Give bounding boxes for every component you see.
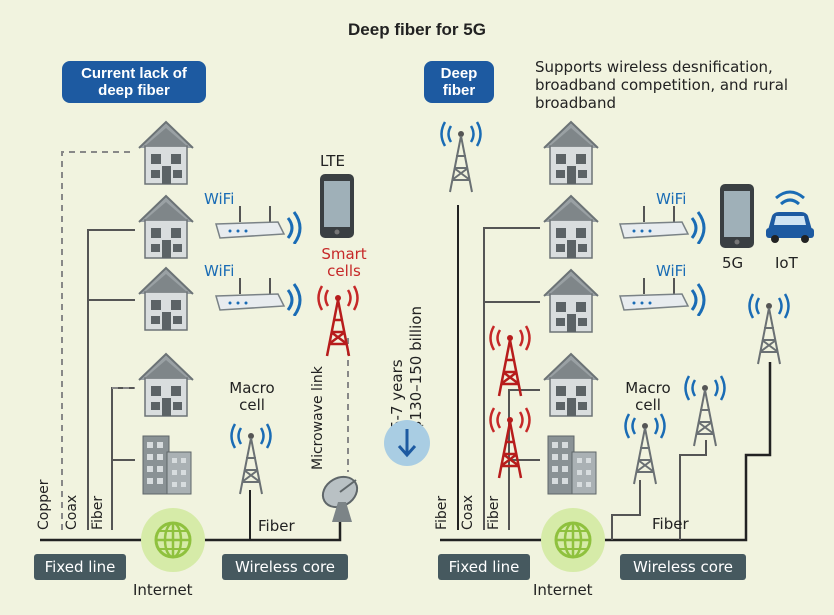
- macro-cell-label: Macro cell: [229, 379, 275, 414]
- macro-cell-label: Macro cell: [625, 379, 671, 414]
- wireless-core-band: Wireless core: [222, 554, 348, 580]
- smartphone-icon: [718, 182, 756, 250]
- office-building-icon: [135, 430, 197, 498]
- house-icon: [135, 118, 197, 188]
- internet-label: Internet: [133, 581, 193, 599]
- wifi-label: WiFi: [204, 262, 235, 280]
- page-title: Deep fiber for 5G: [348, 20, 486, 39]
- house-icon: [540, 192, 602, 262]
- smartphone-icon: [318, 172, 356, 240]
- fiber-line-label: Fiber: [90, 495, 106, 530]
- house-icon: [135, 350, 197, 420]
- router-icon: [614, 272, 714, 316]
- router-icon: [614, 200, 714, 244]
- timeframe-label: 5-7 years $130–150 billion: [388, 306, 426, 430]
- copper-line: [61, 151, 135, 530]
- smart-cell-tower-icon: [314, 282, 362, 358]
- router-icon: [210, 272, 310, 316]
- connected-car-icon: [766, 190, 814, 243]
- coax-line-label: Coax: [64, 494, 80, 530]
- wifi-label: WiFi: [656, 190, 687, 208]
- left-header: Current lack of deep fiber: [62, 61, 206, 103]
- macro-cell-tower-icon: [680, 372, 730, 448]
- coax-line-label: Coax: [460, 494, 476, 530]
- years-text: 5-7 years: [388, 359, 406, 430]
- office-building-icon: [540, 430, 602, 498]
- macro-cell-tower-icon: [744, 290, 794, 366]
- cost-text: $130–150 billion: [407, 306, 425, 430]
- wifi-label: WiFi: [204, 190, 235, 208]
- fiber-line-label: Fiber: [486, 495, 502, 530]
- internet-globe-icon: [138, 505, 208, 575]
- copper-line-label: Copper: [36, 479, 52, 530]
- router-icon: [210, 200, 310, 244]
- satellite-dish-icon: [316, 472, 368, 524]
- fiber-link-label: Fiber: [258, 517, 295, 535]
- house-icon: [540, 350, 602, 420]
- wifi-label: WiFi: [656, 262, 687, 280]
- smart-cells-label: Smart cells: [321, 245, 367, 280]
- microwave-link-label: Microwave link: [310, 366, 326, 470]
- macro-cell-tower-icon: [226, 420, 276, 496]
- wireless-core-band: Wireless core: [620, 554, 746, 580]
- smart-cell-tower-icon: [486, 404, 534, 480]
- house-icon: [135, 192, 197, 262]
- smart-cell-tower-icon: [486, 322, 534, 398]
- fixed-line-band: Fixed line: [34, 554, 126, 580]
- internet-globe-icon: [538, 505, 608, 575]
- right-header: Deep fiber: [424, 61, 494, 103]
- macro-cell-tower-icon: [620, 410, 670, 486]
- house-icon: [135, 264, 197, 334]
- house-icon: [540, 118, 602, 188]
- fiveg-label: 5G: [722, 254, 744, 272]
- rural-tower-icon: [436, 118, 486, 194]
- left-header-text: Current lack of deep fiber: [81, 65, 187, 99]
- internet-label: Internet: [533, 581, 593, 599]
- house-icon: [540, 266, 602, 336]
- fiber-line-label: Fiber: [434, 495, 450, 530]
- iot-label: IoT: [775, 254, 798, 272]
- fiber-link-label: Fiber: [652, 515, 689, 533]
- fixed-line-band: Fixed line: [438, 554, 530, 580]
- lte-label: LTE: [320, 152, 345, 170]
- right-header-text: Deep fiber: [440, 65, 478, 99]
- down-arrow-icon: [384, 420, 430, 466]
- right-description: Supports wireless desnification, broadba…: [535, 58, 789, 112]
